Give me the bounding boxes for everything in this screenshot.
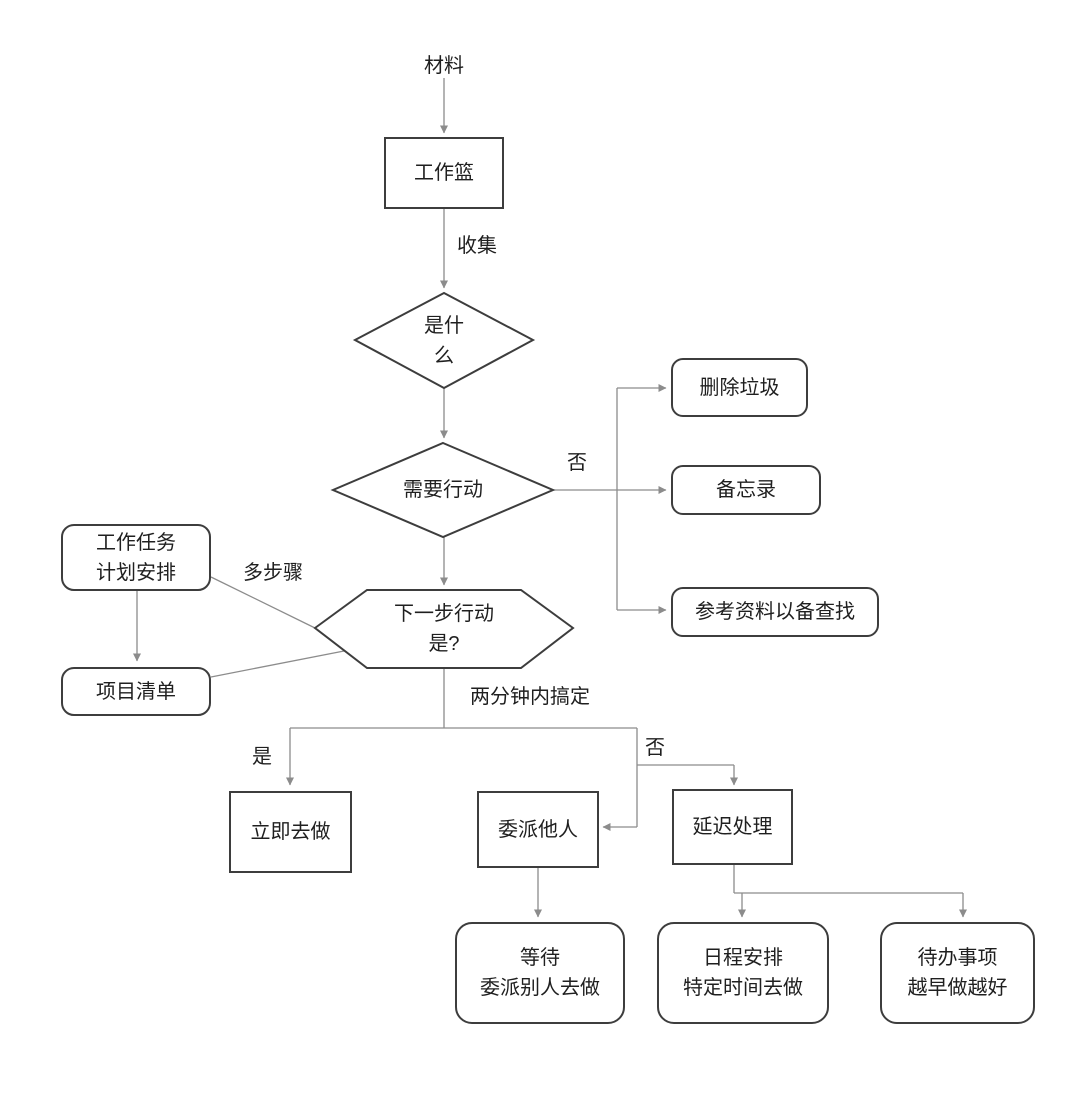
shape-todo <box>880 922 1035 1024</box>
edge-worktask-to-nextaction <box>210 576 316 629</box>
shape-need-action-diamond <box>330 441 556 539</box>
shape-defer <box>672 789 793 865</box>
connector-lines <box>133 78 967 918</box>
shape-work-task <box>61 524 211 591</box>
shape-memo <box>671 465 821 515</box>
flowchart-shapes <box>61 137 1035 1024</box>
shape-do-now <box>229 791 352 873</box>
shape-delegate <box>477 791 599 868</box>
shape-reference <box>671 587 879 637</box>
shape-next-action-hexagon <box>313 589 575 669</box>
edge-projectlist-to-nextaction <box>210 650 345 678</box>
shape-waiting <box>455 922 625 1024</box>
shape-trash <box>671 358 808 417</box>
shape-what-is-it-diamond <box>352 291 536 390</box>
shape-inbox <box>384 137 504 209</box>
shape-project-list <box>61 667 211 716</box>
shape-schedule <box>657 922 829 1024</box>
